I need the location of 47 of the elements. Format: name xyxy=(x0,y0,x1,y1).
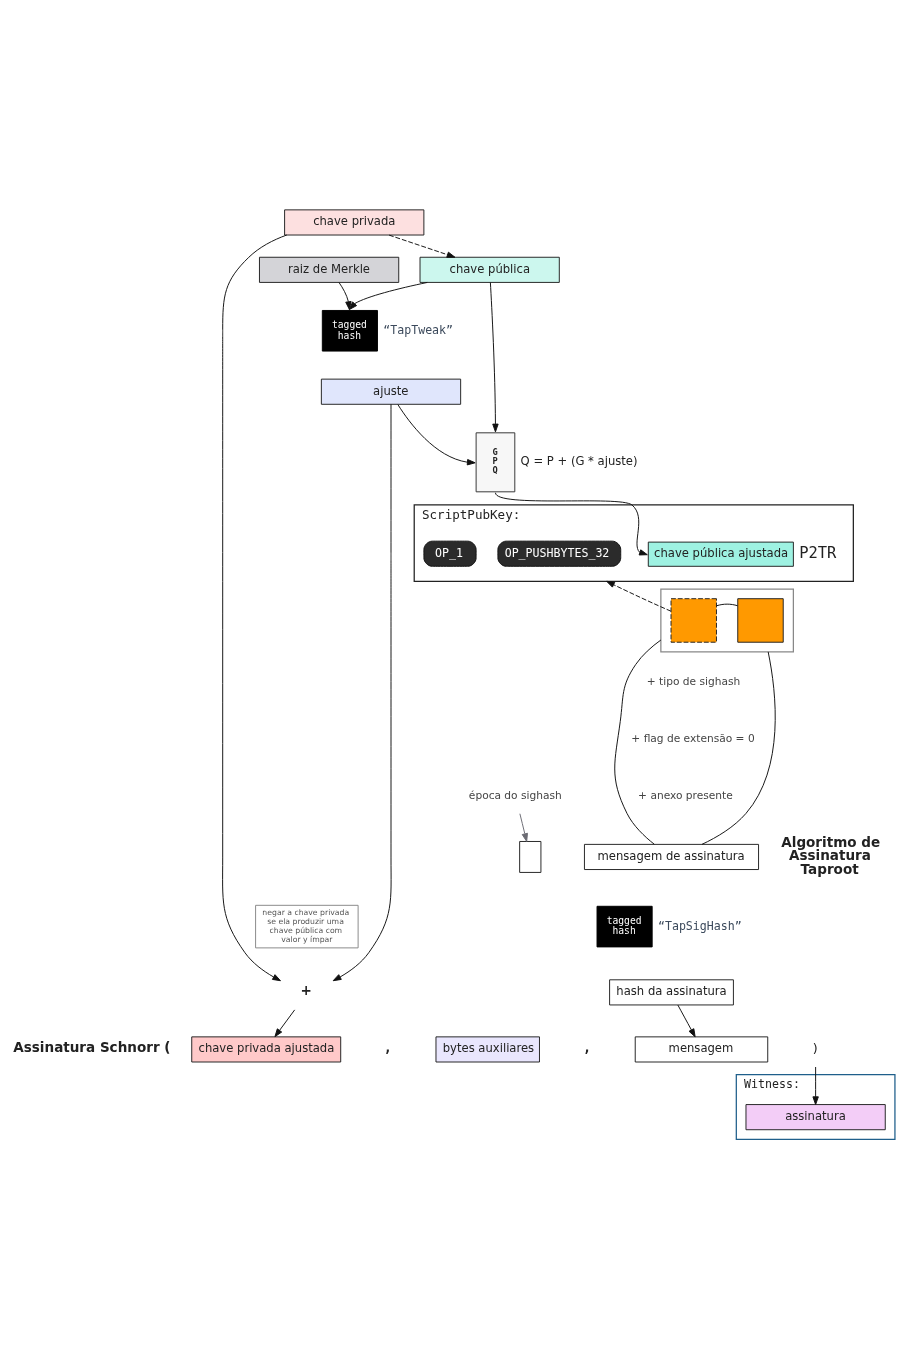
connector xyxy=(614,639,662,845)
node-box: ajuste xyxy=(320,378,462,405)
node-label: Q = P + (G * ajuste) xyxy=(520,454,638,469)
arrow xyxy=(222,234,288,982)
node-box xyxy=(670,598,717,643)
arrow xyxy=(274,1009,296,1038)
node-box: hash da assinatura xyxy=(609,979,734,1006)
arrow xyxy=(494,492,648,556)
node-box: chave privada xyxy=(284,209,425,236)
node-box: bytes auxiliares xyxy=(435,1036,540,1063)
node-box: chave pública xyxy=(419,256,560,283)
arrow xyxy=(338,282,352,310)
arrow xyxy=(519,813,528,842)
node-box: assinatura xyxy=(745,1104,886,1131)
arrow xyxy=(489,282,499,433)
label: Algoritmo de Assinatura Taproot xyxy=(781,833,881,877)
arrow xyxy=(397,404,476,466)
connector xyxy=(716,603,739,607)
node-box: chave privada ajustada xyxy=(191,1036,342,1063)
label: , xyxy=(383,1039,392,1056)
node-text: época do sighash xyxy=(468,788,562,802)
node-label: “TapTweak” xyxy=(383,322,454,337)
node-box: OP_PUSHBYTES_32 xyxy=(497,540,622,567)
label: , xyxy=(583,1039,592,1056)
arrow xyxy=(677,1004,696,1038)
arrow xyxy=(388,234,456,258)
connector xyxy=(701,651,776,845)
node-box xyxy=(737,598,784,643)
node-text: ) xyxy=(812,1040,818,1056)
label: + flag de extensão = 0 xyxy=(631,731,755,745)
arrow xyxy=(332,403,392,982)
node-box: mensagem xyxy=(634,1036,769,1063)
node-text: + xyxy=(300,981,312,998)
node-box xyxy=(519,841,542,873)
arrow xyxy=(348,281,428,310)
node-label: “TapSigHash” xyxy=(657,918,742,933)
arrow xyxy=(812,1066,819,1106)
arrow xyxy=(606,580,672,612)
node-box: raiz de Merkle xyxy=(258,256,400,283)
label: + anexo presente xyxy=(638,788,733,802)
label: Assinatura Schnorr ( xyxy=(13,1039,171,1056)
node-box: OP_1 xyxy=(423,540,477,567)
node-label: P2TR xyxy=(799,543,837,562)
node-box: negar a chave privada se ela produzir uma chave pública com valor y ímpar xyxy=(255,904,359,949)
node-box: mensagem de assinatura xyxy=(583,843,760,870)
cluster xyxy=(660,588,794,653)
label: + tipo de sighash xyxy=(646,674,741,688)
